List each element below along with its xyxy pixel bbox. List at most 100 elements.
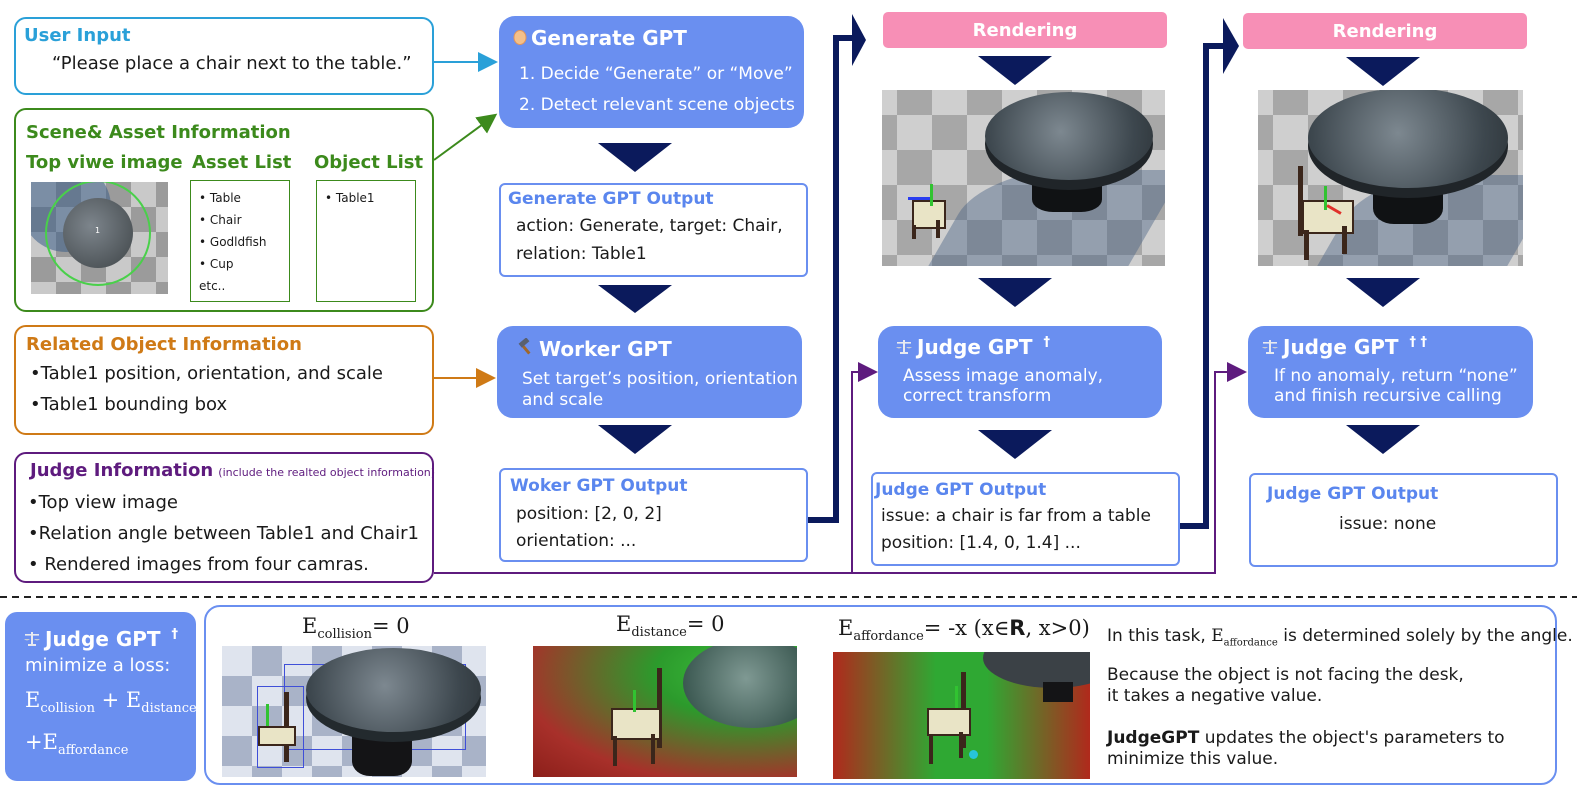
loss-sup: † [171, 627, 179, 642]
down-arrow [598, 285, 672, 313]
judge-gpt-box-2: Judge GPT † † If no anomaly, return “non… [1248, 326, 1533, 418]
asset-list-item: • Cup [199, 257, 234, 271]
judge-info-item: •Top view image [28, 492, 178, 513]
user-input-title: User Input [24, 25, 131, 46]
down-arrow [598, 143, 672, 172]
collision-label: Ecollision= 0 [302, 614, 410, 643]
rendering-label-2: Rendering [1243, 13, 1527, 49]
asset-list-item: • Godldfish [199, 235, 267, 249]
hammer-icon [517, 337, 535, 361]
judge-gpt-box-1: Judge GPT † Assess image anomaly, correc… [878, 326, 1162, 418]
scene-asset-box: Scene& Asset Information Top viwe image … [14, 108, 434, 312]
judge-output-line: issue: none [1339, 514, 1437, 534]
egg-icon [513, 26, 527, 50]
judge-gpt-title-2: Judge GPT † † [1261, 335, 1427, 359]
explanation-line-4: JudgeGPT updates the object's parameters… [1107, 728, 1505, 748]
judge-info-note: (include the realted object information) [218, 466, 436, 479]
down-arrow [1346, 425, 1420, 454]
scale-icon [895, 335, 913, 359]
worker-output-title: Woker GPT Output [510, 476, 688, 496]
judge-gpt-line: correct transform [903, 386, 1052, 406]
loss-formula-1: Ecollision + Edistance [25, 688, 197, 717]
down-arrow [1346, 278, 1420, 307]
judge-gpt-output-1: Judge GPT Output issue: a chair is far f… [871, 472, 1180, 566]
generate-output-line: action: Generate, target: Chair, [516, 216, 783, 236]
asset-list-label: Asset List [192, 152, 292, 173]
judge-gpt-title-text: Judge GPT [917, 335, 1033, 359]
loss-title-text: Judge GPT [45, 627, 161, 651]
generate-gpt-box: Generate GPT 1. Decide “Generate” or “Mo… [499, 16, 804, 128]
worker-gpt-title-text: Worker GPT [539, 337, 672, 361]
judge-gpt-line: and finish recursive calling [1274, 386, 1502, 406]
explanation-line-2: Because the object is not facing the des… [1107, 665, 1464, 685]
scene-asset-title: Scene& Asset Information [26, 122, 291, 143]
judge-gpt-sup: † [1043, 335, 1051, 350]
down-arrow [598, 425, 672, 454]
worker-output-line: orientation: ... [516, 531, 637, 551]
judge-info-box: Judge Information (include the realted o… [14, 452, 435, 583]
top-view-marker: 1 [95, 226, 101, 235]
object-list-item: • Table1 [325, 191, 375, 205]
judge-info-item: • Rendered images from four camras. [28, 554, 369, 575]
generate-gpt-output: Generate GPT Output action: Generate, ta… [499, 183, 808, 277]
judge-info-title-text: Judge Information [30, 460, 214, 481]
flow-to-render-2 [1177, 43, 1226, 529]
distance-image [533, 646, 797, 777]
scale-icon [23, 627, 41, 651]
worker-gpt-output: Woker GPT Output position: [2, 0, 2] ori… [499, 468, 808, 562]
render-image-2 [1258, 90, 1523, 266]
generate-gpt-title-text: Generate GPT [531, 26, 687, 50]
judge-gpt-output-2: Judge GPT Output issue: none [1249, 473, 1558, 567]
down-arrow [1346, 57, 1420, 86]
judge-gpt-title-1: Judge GPT † [895, 335, 1050, 359]
judge-output-title: Judge GPT Output [875, 480, 1047, 500]
worker-gpt-title: Worker GPT [517, 337, 672, 361]
explanation-line-5: minimize this value. [1107, 749, 1279, 769]
explanation-line-1: In this task, Eaffordance is determined … [1107, 626, 1573, 649]
energy-panel: Ecollision= 0 Edistance= 0 Eaffordance= … [204, 605, 1573, 785]
scale-icon [1261, 335, 1279, 359]
top-view-image: 1 [31, 182, 168, 294]
generate-output-line: relation: Table1 [516, 244, 647, 264]
loss-formula-2: +Eaffordance [25, 730, 129, 759]
related-object-title: Related Object Information [26, 334, 302, 355]
asset-list-item: • Table [199, 191, 241, 205]
collision-image [222, 646, 486, 777]
rendering-label-1: Rendering [883, 12, 1167, 48]
user-input-box: User Input “Please place a chair next to… [14, 17, 434, 95]
affordance-label: Eaffordance= -x (x∈R, x>0) [838, 616, 1090, 645]
loss-subtitle: minimize a loss: [25, 655, 171, 676]
judge-output-line: position: [1.4, 0, 1.4] ... [881, 533, 1081, 553]
down-arrow [978, 278, 1052, 307]
user-input-text: “Please place a chair next to the table.… [52, 53, 412, 74]
judge-gpt-line: If no anomaly, return “none” [1274, 366, 1518, 386]
arrow-scene-info [433, 113, 498, 161]
flow-to-render-1 [805, 35, 856, 523]
object-list-label: Object List [314, 152, 424, 173]
down-arrow [978, 430, 1052, 459]
judge-gpt-sup: † † [1409, 335, 1428, 350]
generate-output-title: Generate GPT Output [508, 189, 714, 209]
judge-info-title: Judge Information (include the realted o… [30, 460, 435, 481]
judge-gpt-title-text: Judge GPT [1283, 335, 1399, 359]
generate-gpt-line: 2. Detect relevant scene objects [519, 95, 795, 115]
judge-output-title: Judge GPT Output [1267, 484, 1439, 504]
object-list: • Table1 [316, 180, 416, 302]
explanation-line-3: it takes a negative value. [1107, 686, 1323, 706]
asset-list-item: • Chair [199, 213, 242, 227]
worker-output-line: position: [2, 0, 2] [516, 504, 662, 524]
loss-title: Judge GPT † [23, 627, 178, 651]
related-object-item: •Table1 bounding box [30, 394, 228, 415]
render-image-1 [882, 90, 1165, 266]
generate-gpt-line: 1. Decide “Generate” or “Move” [519, 64, 793, 84]
worker-gpt-box: Worker GPT Set target’s position, orient… [497, 326, 802, 418]
worker-gpt-line: Set target’s position, orientation [522, 369, 798, 389]
related-object-box: Related Object Information •Table1 posit… [14, 325, 434, 435]
loss-box: Judge GPT † minimize a loss: Ecollision … [5, 612, 197, 781]
judge-info-item: •Relation angle between Table1 and Chair… [28, 523, 420, 544]
down-arrow [978, 56, 1052, 85]
distance-label: Edistance= 0 [616, 612, 725, 641]
top-view-label: Top viwe image [26, 152, 183, 173]
